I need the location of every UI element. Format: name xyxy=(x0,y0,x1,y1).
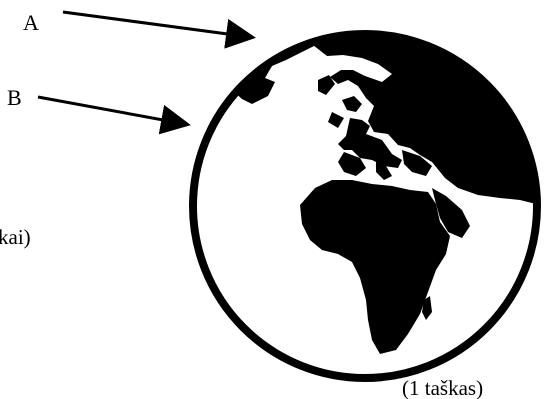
globe-icon xyxy=(190,28,545,378)
arrow-a xyxy=(63,12,250,37)
label-b: B xyxy=(7,85,22,110)
cut-text-bottom: (1 taškas) xyxy=(402,376,483,399)
arrow-b xyxy=(38,97,185,124)
cut-text-left: kai) xyxy=(0,225,31,249)
label-a: A xyxy=(23,10,39,35)
